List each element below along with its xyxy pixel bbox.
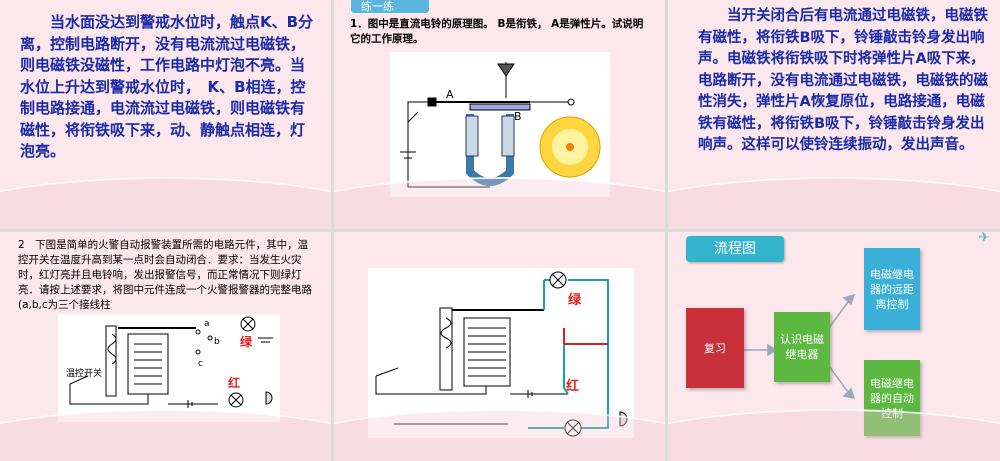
auto-control-box[interactable]: 电磁继电器的自动控制 bbox=[864, 360, 920, 436]
fire-alarm-solution-svg: 绿 红 bbox=[375, 271, 628, 437]
question-text: 1．图中是直流电铃的原理图。 B是衔铁， A是弹性片。试说明它的工作原理。 bbox=[350, 18, 644, 45]
red-label: 红 bbox=[566, 378, 579, 394]
slide-4[interactable]: 2 下图是简单的火警自动报警装置所需的电路元件，其中，温控开关在温度升高到某一点… bbox=[0, 232, 331, 461]
slide-3[interactable]: 当开关闭合后有电流通过电磁铁，电磁铁有磁性，将衔铁B吸下，铃锤敲击铃身发出响声。… bbox=[668, 0, 1000, 229]
practice-tag: 练一练 bbox=[350, 0, 430, 14]
corner-decoration-icon: ✈ bbox=[978, 232, 990, 246]
terminal-b: b bbox=[214, 337, 220, 347]
red-lamp bbox=[228, 392, 244, 408]
terminal-c: c bbox=[198, 359, 203, 369]
understand-relay-box[interactable]: 认识电磁继电器 bbox=[774, 312, 830, 382]
label-a: A bbox=[446, 88, 454, 101]
fire-alarm-solution-diagram: 绿 红 bbox=[368, 268, 634, 438]
red-lamp bbox=[564, 419, 582, 437]
slide-6[interactable]: 流程图 ✈ 复习 认识电磁继电器 电磁继电器的远距离控制 电磁继电器的自动控制 bbox=[668, 232, 1000, 461]
green-label: 绿 bbox=[568, 292, 582, 308]
remote-control-box[interactable]: 电磁继电器的远距离控制 bbox=[864, 248, 920, 330]
green-lamp bbox=[549, 271, 567, 289]
electric-bell-diagram: A B bbox=[390, 52, 610, 197]
slide-1[interactable]: 当水面没达到警戒水位时，触点K、B分离，控制电路断开，没有电流流过电磁铁，则电磁… bbox=[0, 0, 331, 229]
review-box[interactable]: 复习 bbox=[686, 308, 744, 388]
green-label: 绿 bbox=[240, 334, 253, 349]
bell-icon bbox=[619, 411, 628, 427]
green-lamp bbox=[240, 316, 256, 332]
fire-alarm-svg: a b c 温控开关 绿 红 bbox=[66, 316, 273, 408]
slide-5[interactable]: 绿 红 bbox=[334, 232, 665, 461]
bell-circuit-svg: A B bbox=[400, 62, 601, 188]
terminal-a: a bbox=[204, 319, 210, 329]
red-label: 红 bbox=[228, 375, 240, 390]
slide-2[interactable]: 练一练 1．图中是直流电铃的原理图。 B是衔铁， A是弹性片。试说明它的工作原理… bbox=[334, 0, 665, 229]
flowchart-title: 流程图 bbox=[686, 236, 784, 262]
question-text: 2 下图是简单的火警自动报警装置所需的电路元件，其中，温控开关在温度升高到某一点… bbox=[18, 239, 312, 311]
label-b: B bbox=[514, 110, 522, 123]
temp-switch-label: 温控开关 bbox=[66, 367, 102, 379]
explanation-text: 当水面没达到警戒水位时，触点K、B分离，控制电路断开，没有电流流过电磁铁，则电磁… bbox=[20, 13, 314, 160]
fire-alarm-diagram: a b c 温控开关 绿 红 bbox=[58, 314, 280, 422]
bell-icon bbox=[265, 391, 273, 405]
answer-text: 当开关闭合后有电流通过电磁铁，电磁铁有磁性，将衔铁B吸下，铃锤敲击铃身发出响声。… bbox=[698, 8, 988, 153]
bell-gong-center bbox=[566, 143, 574, 151]
